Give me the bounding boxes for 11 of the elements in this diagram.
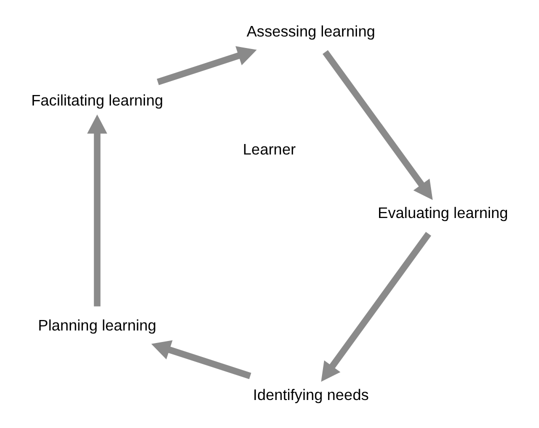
arrow — [156, 46, 257, 86]
label: Learner — [242, 142, 296, 159]
node-text: Identifying needs — [252, 386, 369, 404]
node-text: Assessing learning — [246, 23, 376, 40]
arrow — [87, 114, 108, 306]
arrow — [321, 232, 432, 382]
node-text: Facilitating learning — [31, 92, 164, 110]
node-text: Evaluating learning — [378, 205, 508, 222]
arrow — [151, 340, 252, 380]
node-text: Planning learning — [38, 317, 156, 334]
arrow — [322, 50, 433, 200]
